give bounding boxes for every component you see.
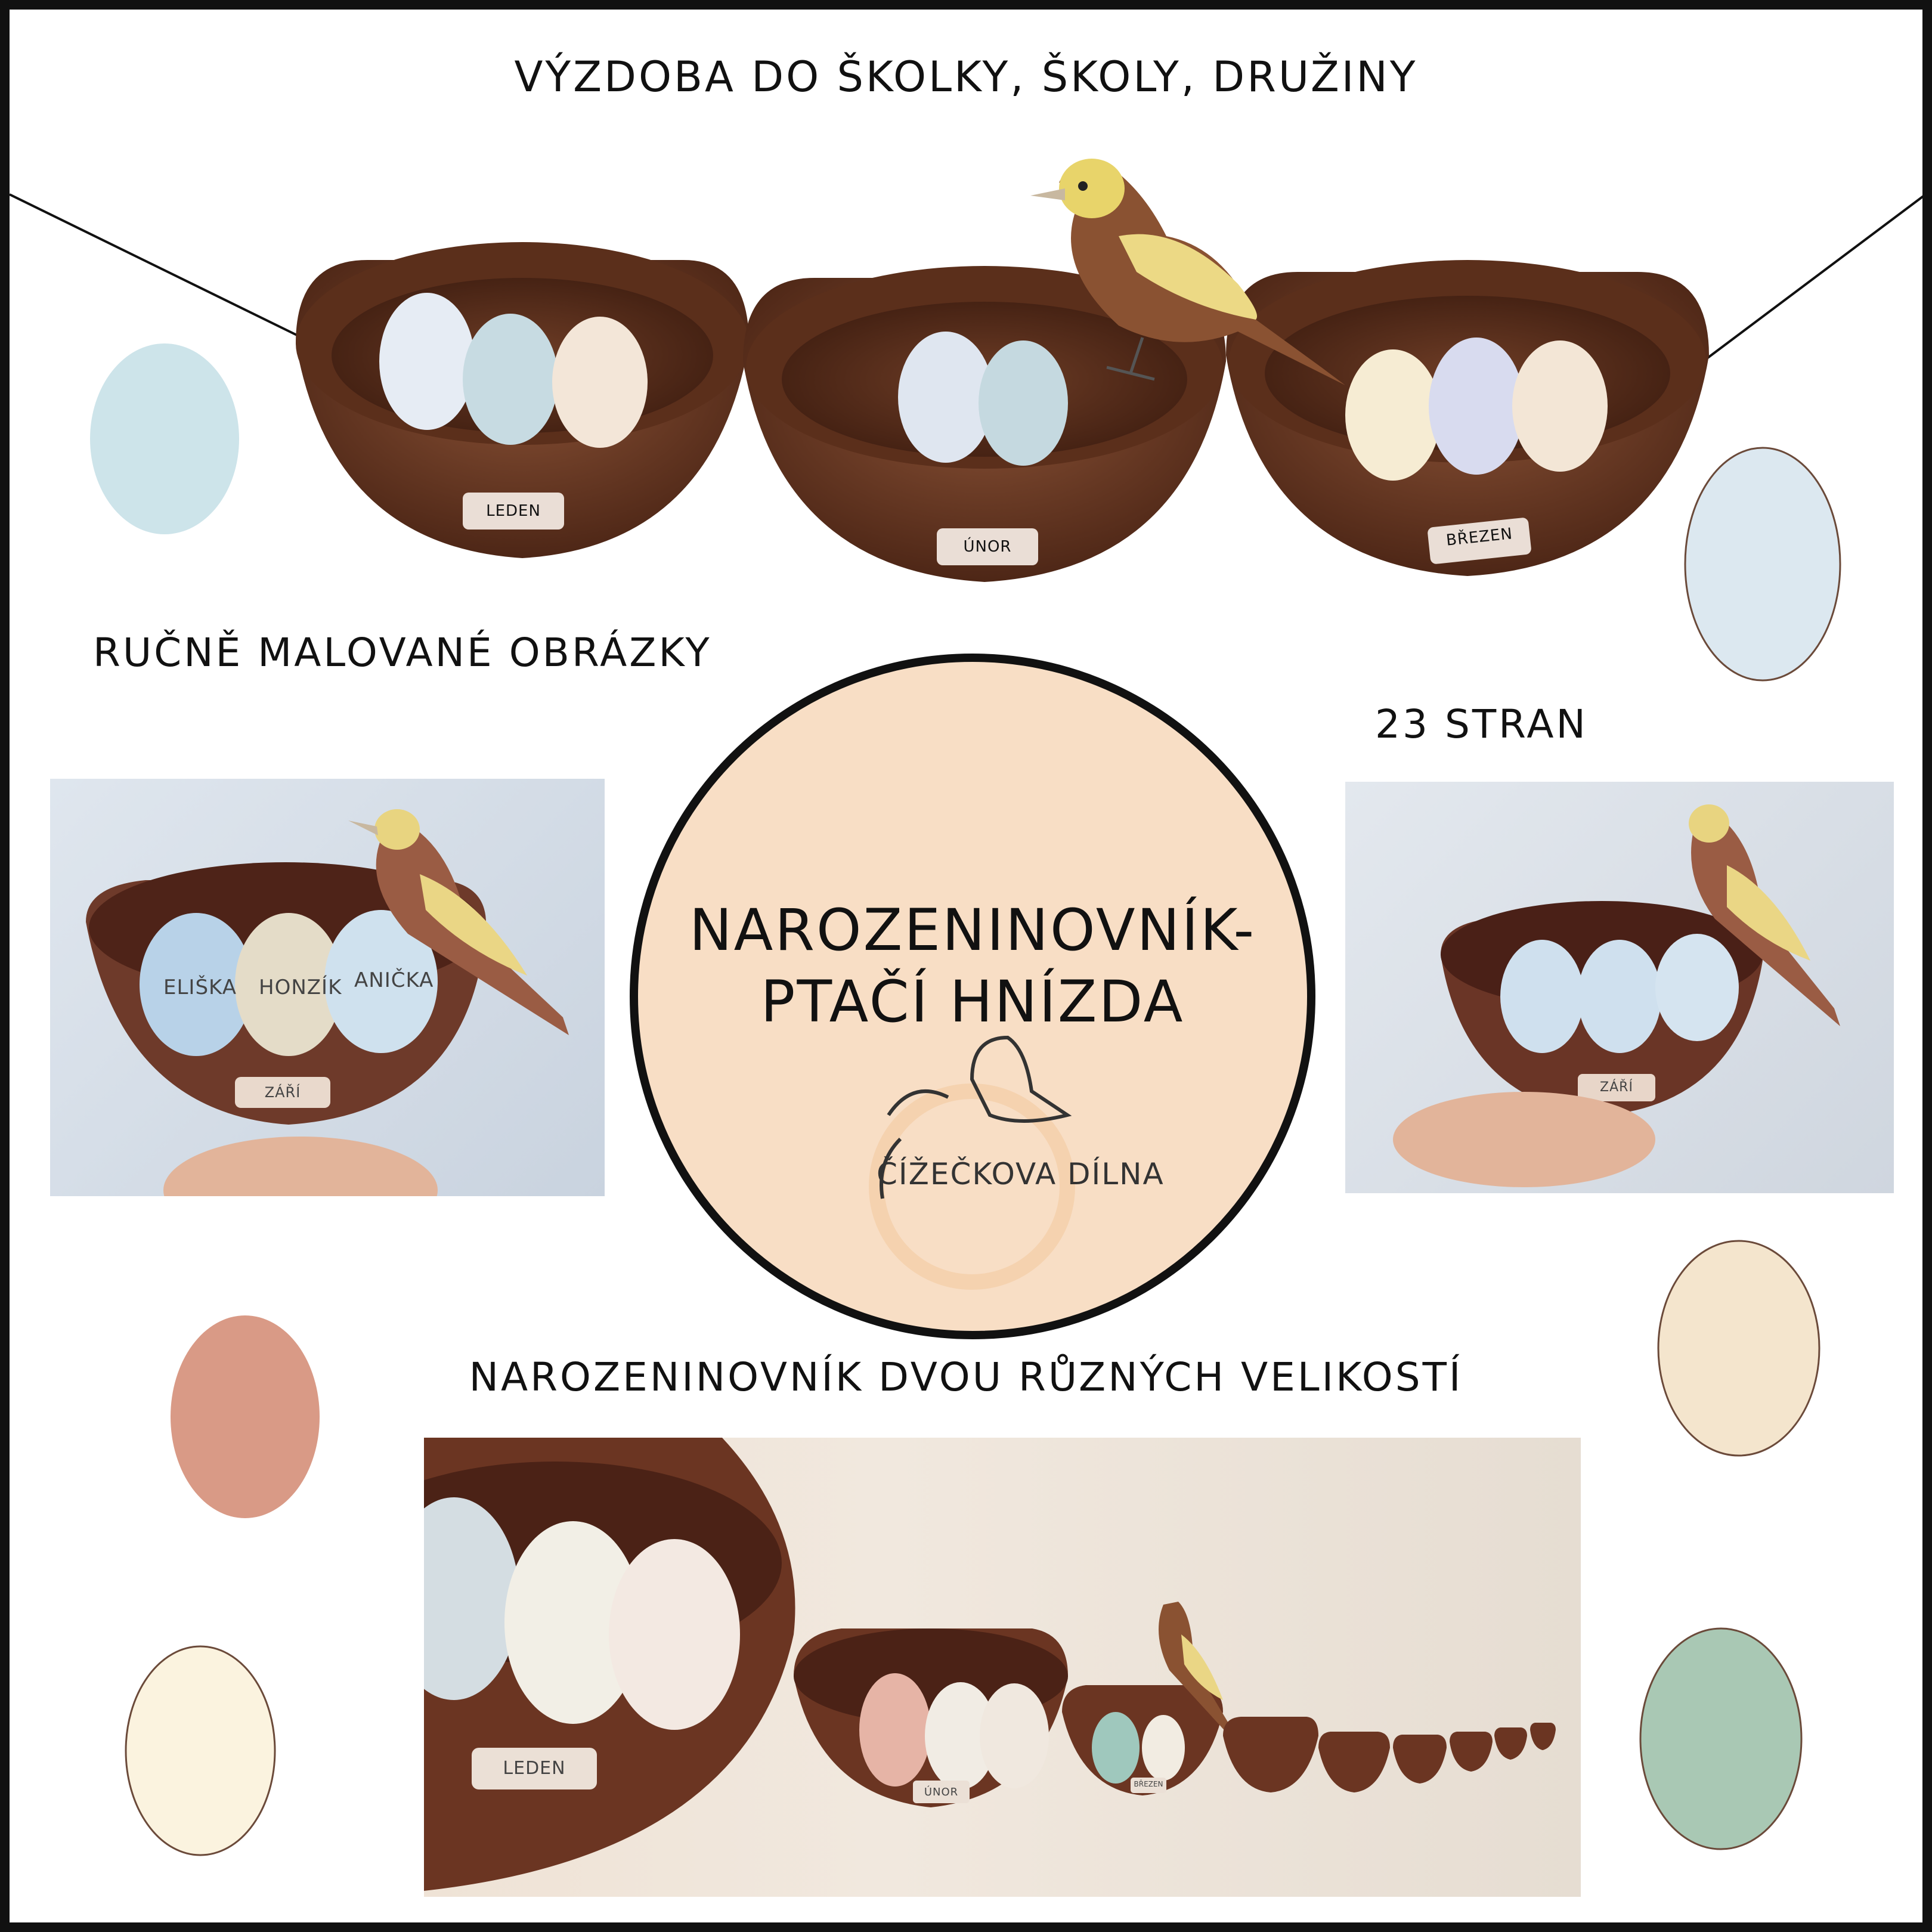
egg-icon	[235, 913, 342, 1056]
photo-nest-label: ÚNOR	[924, 1786, 959, 1798]
egg-icon	[1500, 940, 1584, 1053]
egg-icon	[1345, 349, 1441, 481]
nest-leden	[296, 242, 749, 558]
egg-icon	[171, 1315, 320, 1518]
egg-icon	[859, 1673, 931, 1787]
egg-icon	[1578, 940, 1661, 1053]
brand-name: ČÍŽEČKOVA DÍLNA	[877, 1157, 1165, 1191]
nest-unor	[743, 266, 1226, 582]
egg-icon	[1655, 934, 1739, 1041]
photo-nest-label: LEDEN	[503, 1758, 566, 1779]
photo-nest-label: BŘEZEN	[1134, 1780, 1163, 1788]
garland-string	[1702, 195, 1922, 363]
egg-icon	[979, 340, 1068, 466]
egg-icon	[379, 293, 475, 430]
photo-name: ELIŠKA	[163, 976, 237, 999]
nest-brezen	[1226, 260, 1709, 576]
egg-icon	[980, 1683, 1049, 1788]
photo-nest-label: ZÁŘÍ	[264, 1084, 301, 1101]
bird-icon	[376, 821, 569, 1035]
egg-icon	[898, 332, 993, 463]
photo-name: ANIČKA	[354, 968, 434, 992]
photo-right: ZÁŘÍ	[1345, 782, 1894, 1193]
egg-icon	[424, 1497, 519, 1700]
photo-bottom: LEDEN ÚNOR BŘEZEN	[424, 1438, 1581, 1897]
garland-string	[10, 193, 302, 339]
title-badge: NAROZENINOVNÍK- PTAČÍ HNÍZDA ČÍŽEČKOVA D…	[630, 654, 1315, 1339]
nest-label-leden: LEDEN	[486, 502, 541, 520]
bird-icon	[1691, 812, 1840, 1026]
egg-icon	[1512, 340, 1608, 472]
photo-name: HONZÍK	[259, 976, 342, 999]
egg-icon	[140, 913, 253, 1056]
egg-icon	[324, 910, 438, 1053]
nest-label-unor: ÚNOR	[963, 538, 1012, 556]
pages-caption: 23 STRAN	[1375, 701, 1588, 747]
egg-icon	[1092, 1712, 1140, 1784]
page-heading: VÝZDOBA DO ŠKOLKY, ŠKOLY, DRUŽINY	[514, 52, 1418, 101]
title-line-1: NAROZENINOVNÍK-	[689, 897, 1256, 964]
nest-garland	[10, 159, 1922, 682]
photo-nest-label: ZÁŘÍ	[1600, 1080, 1633, 1095]
egg-icon	[925, 1682, 996, 1789]
two-sizes-caption: NAROZENINOVNÍK DVOU RŮZNÝCH VELIKOSTÍ	[469, 1354, 1463, 1400]
photo-left: ELIŠKA HONZÍK ANIČKA ZÁŘÍ	[50, 779, 605, 1196]
egg-icon	[1639, 1627, 1803, 1850]
hand-painted-caption: RUČNĚ MALOVANÉ OBRÁZKY	[93, 630, 712, 676]
egg-icon	[1657, 1240, 1820, 1457]
egg-icon	[609, 1539, 740, 1730]
egg-icon	[125, 1645, 276, 1856]
egg-icon	[1429, 338, 1524, 475]
egg-icon	[463, 314, 558, 445]
egg-icon	[1142, 1715, 1185, 1781]
egg-icon	[90, 343, 239, 534]
egg-icon	[552, 317, 648, 448]
page-title: NAROZENINOVNÍK- PTAČÍ HNÍZDA	[638, 894, 1307, 1038]
egg-icon	[504, 1521, 642, 1724]
title-line-2: PTAČÍ HNÍZDA	[760, 968, 1185, 1035]
bird-icon	[1030, 159, 1345, 385]
egg-icon	[1684, 447, 1841, 682]
